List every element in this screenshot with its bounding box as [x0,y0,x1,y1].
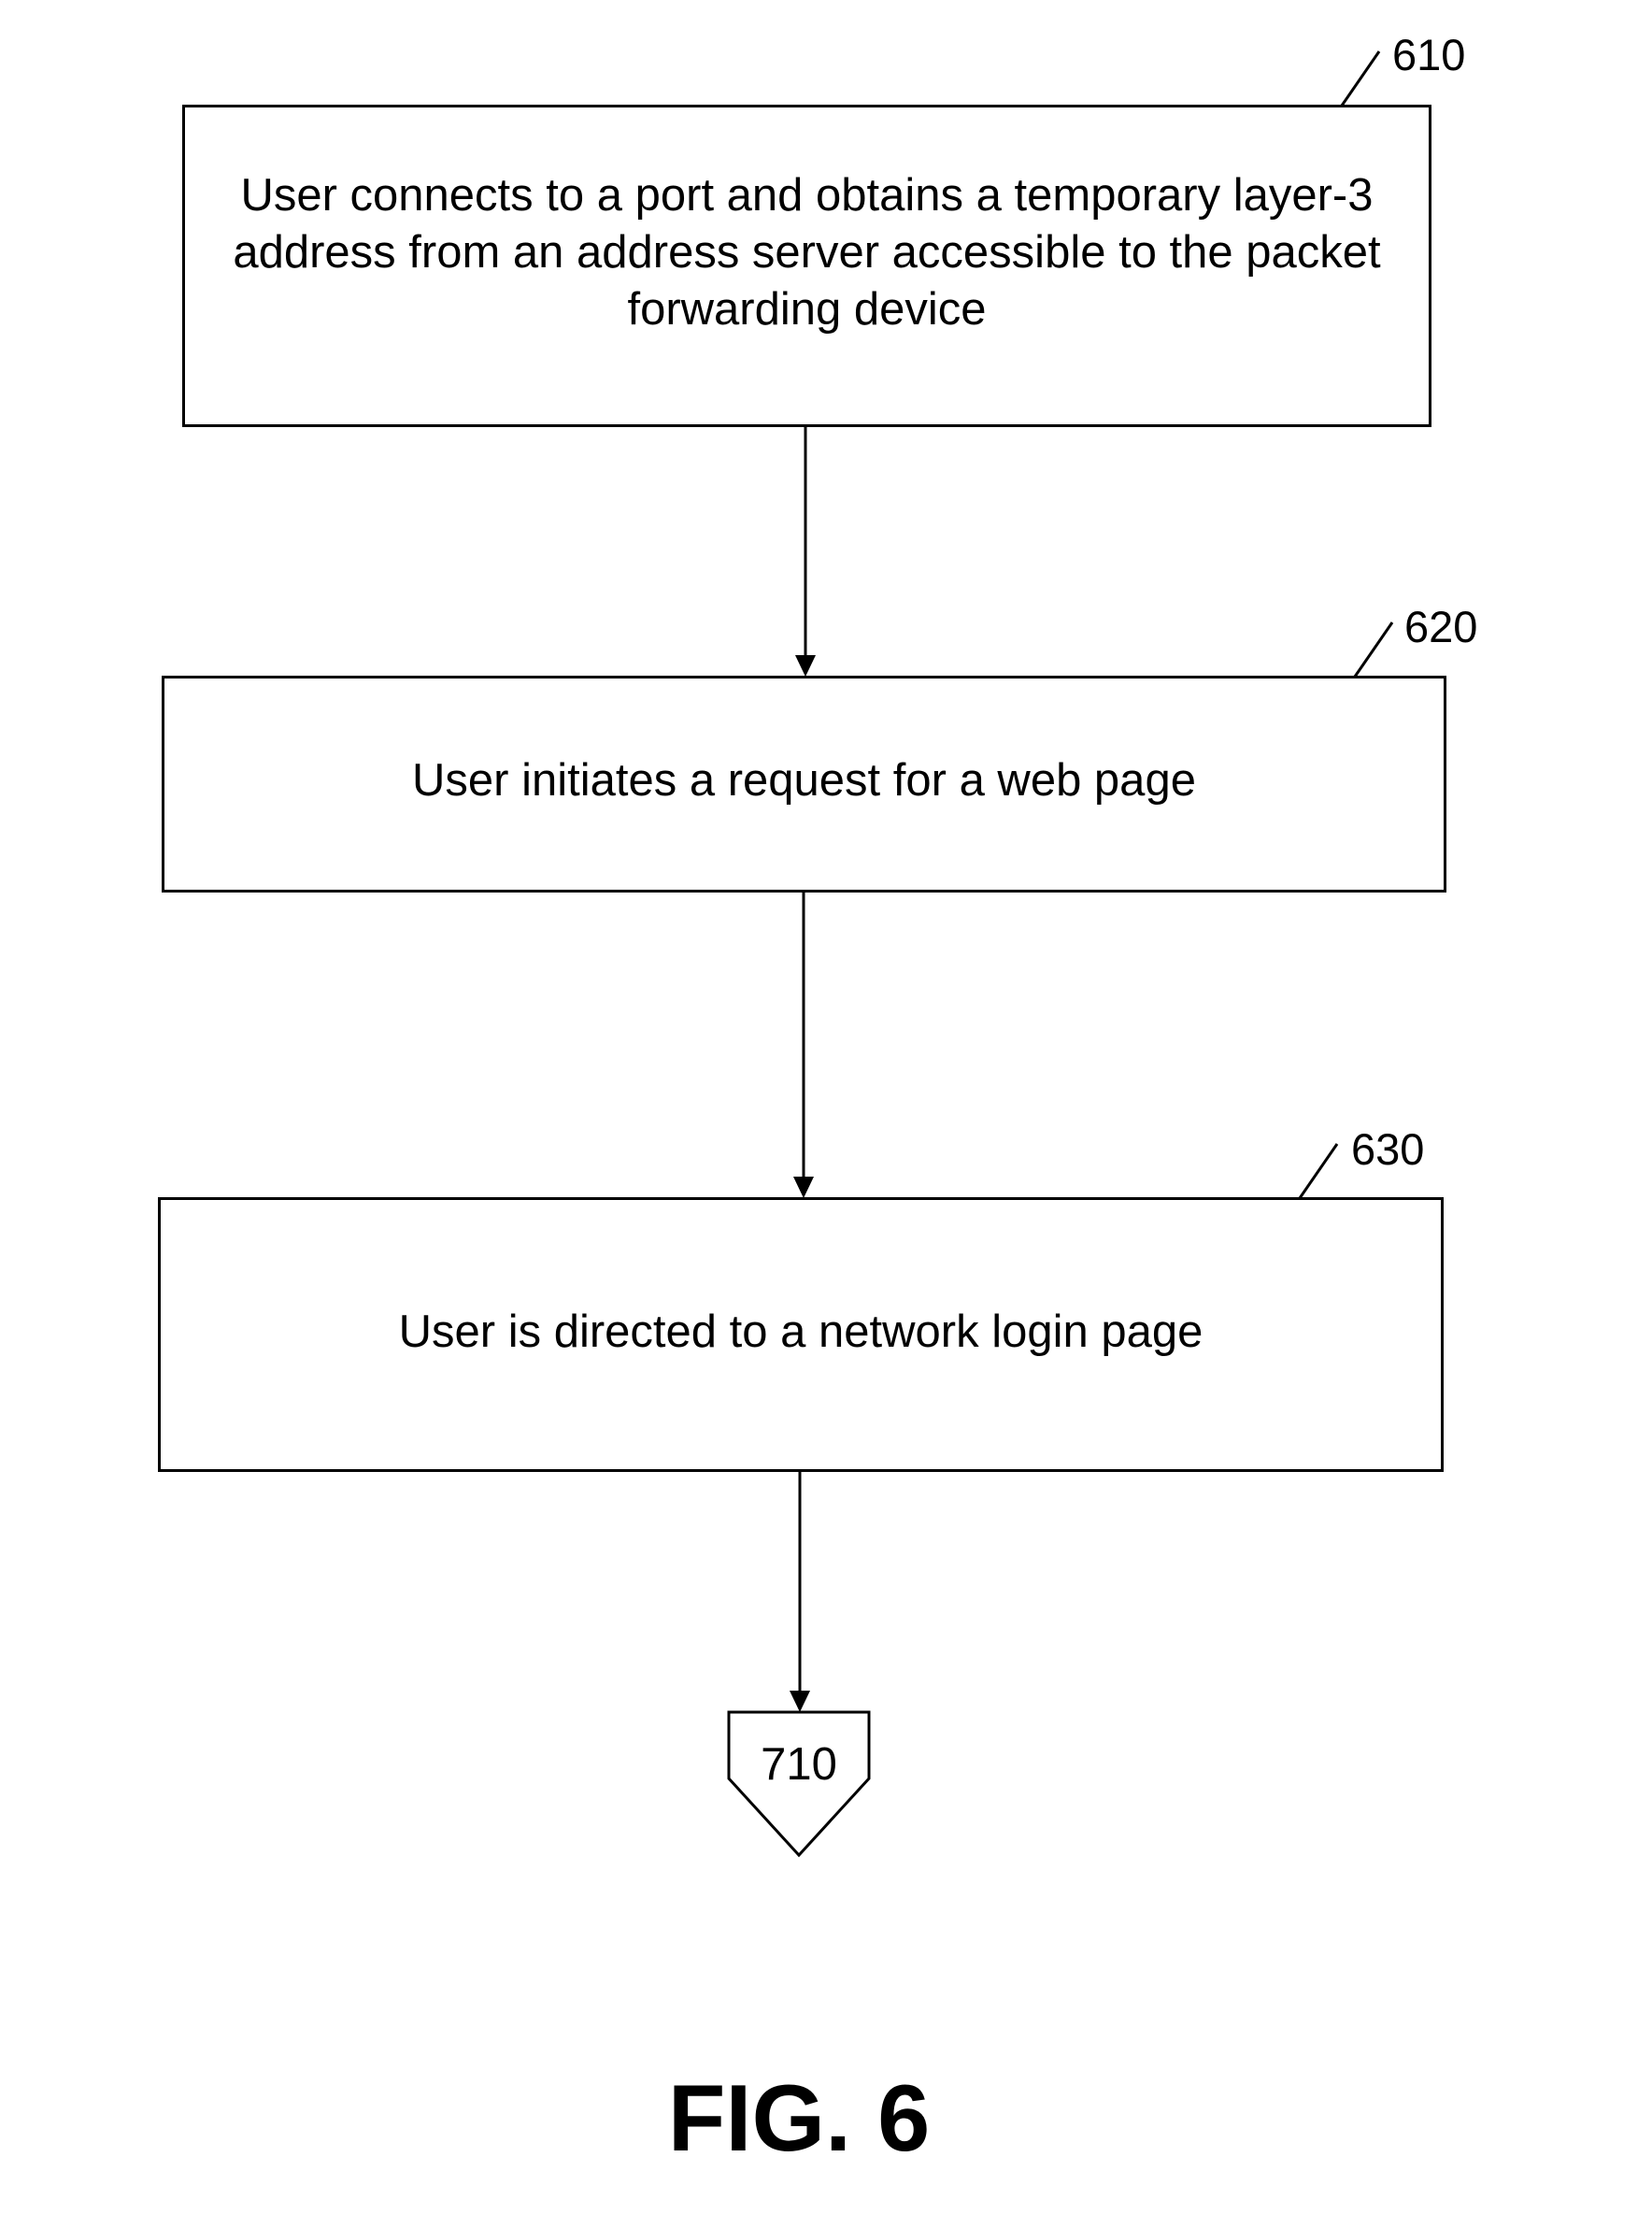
process-text-610: User connects to a port and obtains a te… [204,167,1410,338]
ref-label-630: 630 [1351,1126,1424,1173]
leader-line-620 [1355,622,1392,677]
leader-line-630 [1300,1144,1337,1198]
process-box-630: User is directed to a network login page [158,1197,1444,1472]
off-page-connector-label: 710 [729,1738,869,1791]
ref-label-610: 610 [1392,32,1465,79]
process-text-620: User initiates a request for a web page [412,752,1196,809]
figure-label: FIG. 6 [0,2067,1598,2170]
leader-line-610 [1342,51,1379,106]
process-box-610: User connects to a port and obtains a te… [182,105,1431,427]
process-box-620: User initiates a request for a web page [162,676,1446,893]
ref-label-620: 620 [1404,604,1477,650]
arrowhead-620 [795,655,816,677]
process-text-630: User is directed to a network login page [399,1304,1203,1361]
arrowhead-630 [793,1177,814,1198]
arrowhead-710 [790,1691,810,1712]
